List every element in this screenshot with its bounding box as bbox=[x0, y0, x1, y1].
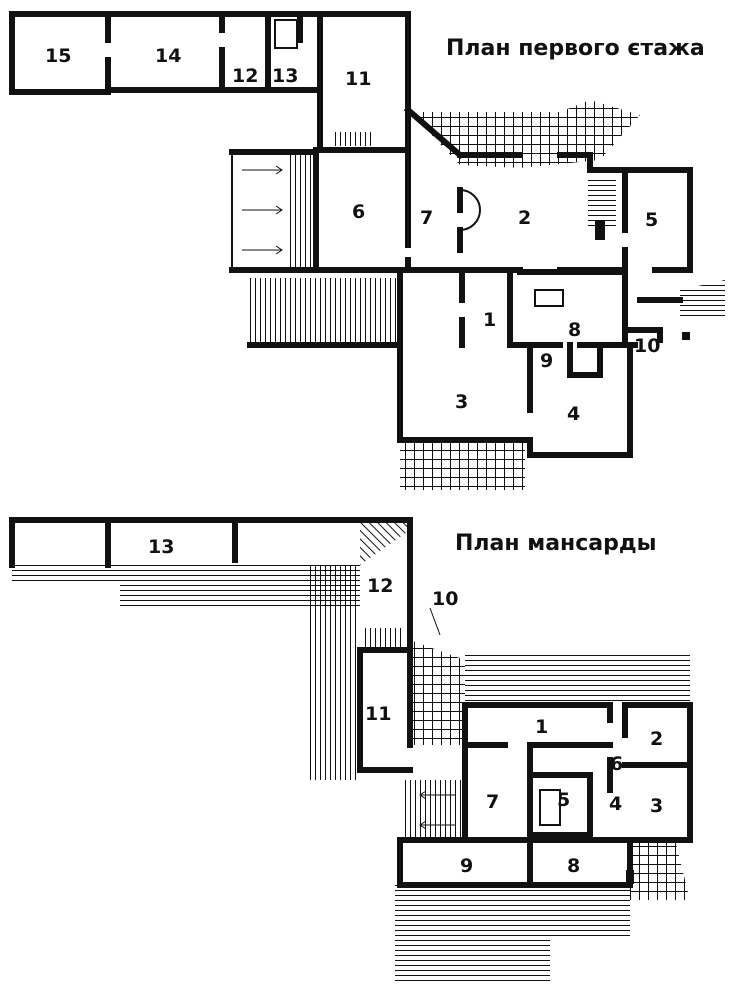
room-label: 14 bbox=[155, 45, 181, 67]
room-label: 3 bbox=[650, 795, 663, 817]
stair-lower-left bbox=[250, 278, 400, 342]
column bbox=[626, 870, 634, 884]
room-label: 8 bbox=[568, 319, 581, 341]
room-label: 7 bbox=[420, 207, 433, 229]
room-label: 9 bbox=[460, 855, 473, 877]
first-floor-plan: План первого єтажа bbox=[9, 11, 725, 490]
room-label: 1 bbox=[483, 309, 496, 331]
column bbox=[595, 220, 605, 240]
room-label: 15 bbox=[45, 45, 71, 67]
room-label: 10 bbox=[634, 335, 660, 357]
room-label: 2 bbox=[518, 207, 531, 229]
room-label: 12 bbox=[367, 575, 393, 597]
terrace-bottom bbox=[400, 442, 525, 490]
stair-room11 bbox=[335, 132, 375, 146]
bathtub bbox=[539, 789, 561, 826]
stair-right bbox=[680, 280, 725, 320]
first-floor-room-labels: 1 2 3 4 5 6 7 8 9 10 11 12 13 14 15 bbox=[45, 45, 660, 425]
room-label: 9 bbox=[540, 350, 553, 372]
stair-arrows bbox=[419, 790, 455, 830]
room-label: 11 bbox=[365, 703, 391, 725]
terrace-top bbox=[410, 100, 640, 168]
room-label: 4 bbox=[609, 793, 622, 815]
roof-top-wing bbox=[12, 565, 360, 610]
stair-11 bbox=[362, 628, 402, 648]
first-floor-title: План первого єтажа bbox=[446, 36, 705, 61]
room-label: 10 bbox=[432, 588, 458, 610]
room-label: 8 bbox=[567, 855, 580, 877]
room-label: 12 bbox=[232, 65, 258, 87]
roof-bottom bbox=[395, 885, 630, 985]
roof-upper-right bbox=[465, 652, 690, 705]
leader-line bbox=[429, 607, 441, 636]
column bbox=[682, 332, 690, 340]
room-label: 7 bbox=[486, 791, 499, 813]
terrace-10 bbox=[410, 640, 465, 745]
roof-corner bbox=[360, 520, 410, 565]
room-label: 5 bbox=[557, 789, 570, 811]
attic-walls bbox=[9, 517, 693, 888]
attic-room-labels: 1 2 3 4 5 6 7 8 9 10 11 12 13 bbox=[148, 536, 663, 877]
room-label: 11 bbox=[345, 68, 371, 90]
room-label: 13 bbox=[272, 65, 298, 87]
stair-treads bbox=[290, 152, 316, 270]
room-label: 13 bbox=[148, 536, 174, 558]
room-label: 2 bbox=[650, 728, 663, 750]
room-label: 3 bbox=[455, 391, 468, 413]
stair-left bbox=[405, 780, 465, 840]
room-label: 5 bbox=[645, 209, 658, 231]
room-label: 6 bbox=[352, 201, 365, 223]
stair-arrows bbox=[242, 165, 283, 255]
first-floor-walls bbox=[9, 11, 693, 458]
attic-title: План мансарды bbox=[455, 531, 657, 556]
terrace-right bbox=[630, 840, 690, 900]
attic-plan: План мансарды 1 2 3 4 bbox=[9, 517, 693, 985]
bathtub bbox=[274, 19, 298, 49]
roof-left bbox=[310, 565, 360, 780]
room-label: 4 bbox=[567, 403, 580, 425]
room-label: 1 bbox=[535, 716, 548, 738]
arch bbox=[459, 189, 481, 231]
room-label: 6 bbox=[610, 753, 623, 775]
bathtub-8 bbox=[534, 289, 564, 307]
